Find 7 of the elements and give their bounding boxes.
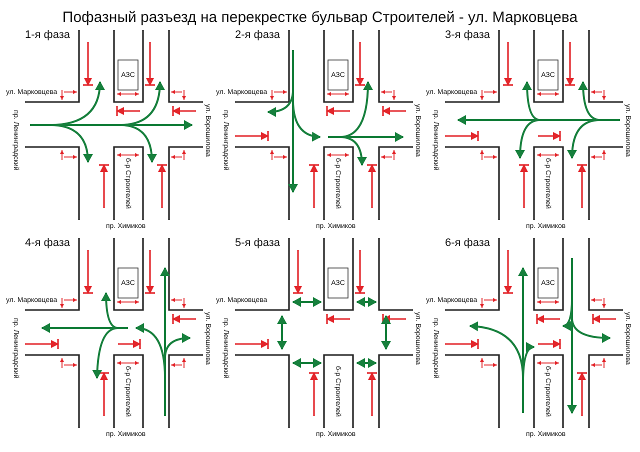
title: Пофазный разъезд на перекрестке бульвар Строителей - ул. Марковцева: [61, 10, 579, 25]
phase-label: 5-я фаза: [235, 238, 280, 249]
phase-label: 4-я фаза: [25, 238, 70, 249]
phase-label: 3-я фаза: [445, 30, 490, 41]
phase-label: 1-я фаза: [25, 30, 70, 41]
phase-label: 2-я фаза: [235, 30, 280, 41]
phase-label: 6-я фаза: [445, 238, 490, 249]
